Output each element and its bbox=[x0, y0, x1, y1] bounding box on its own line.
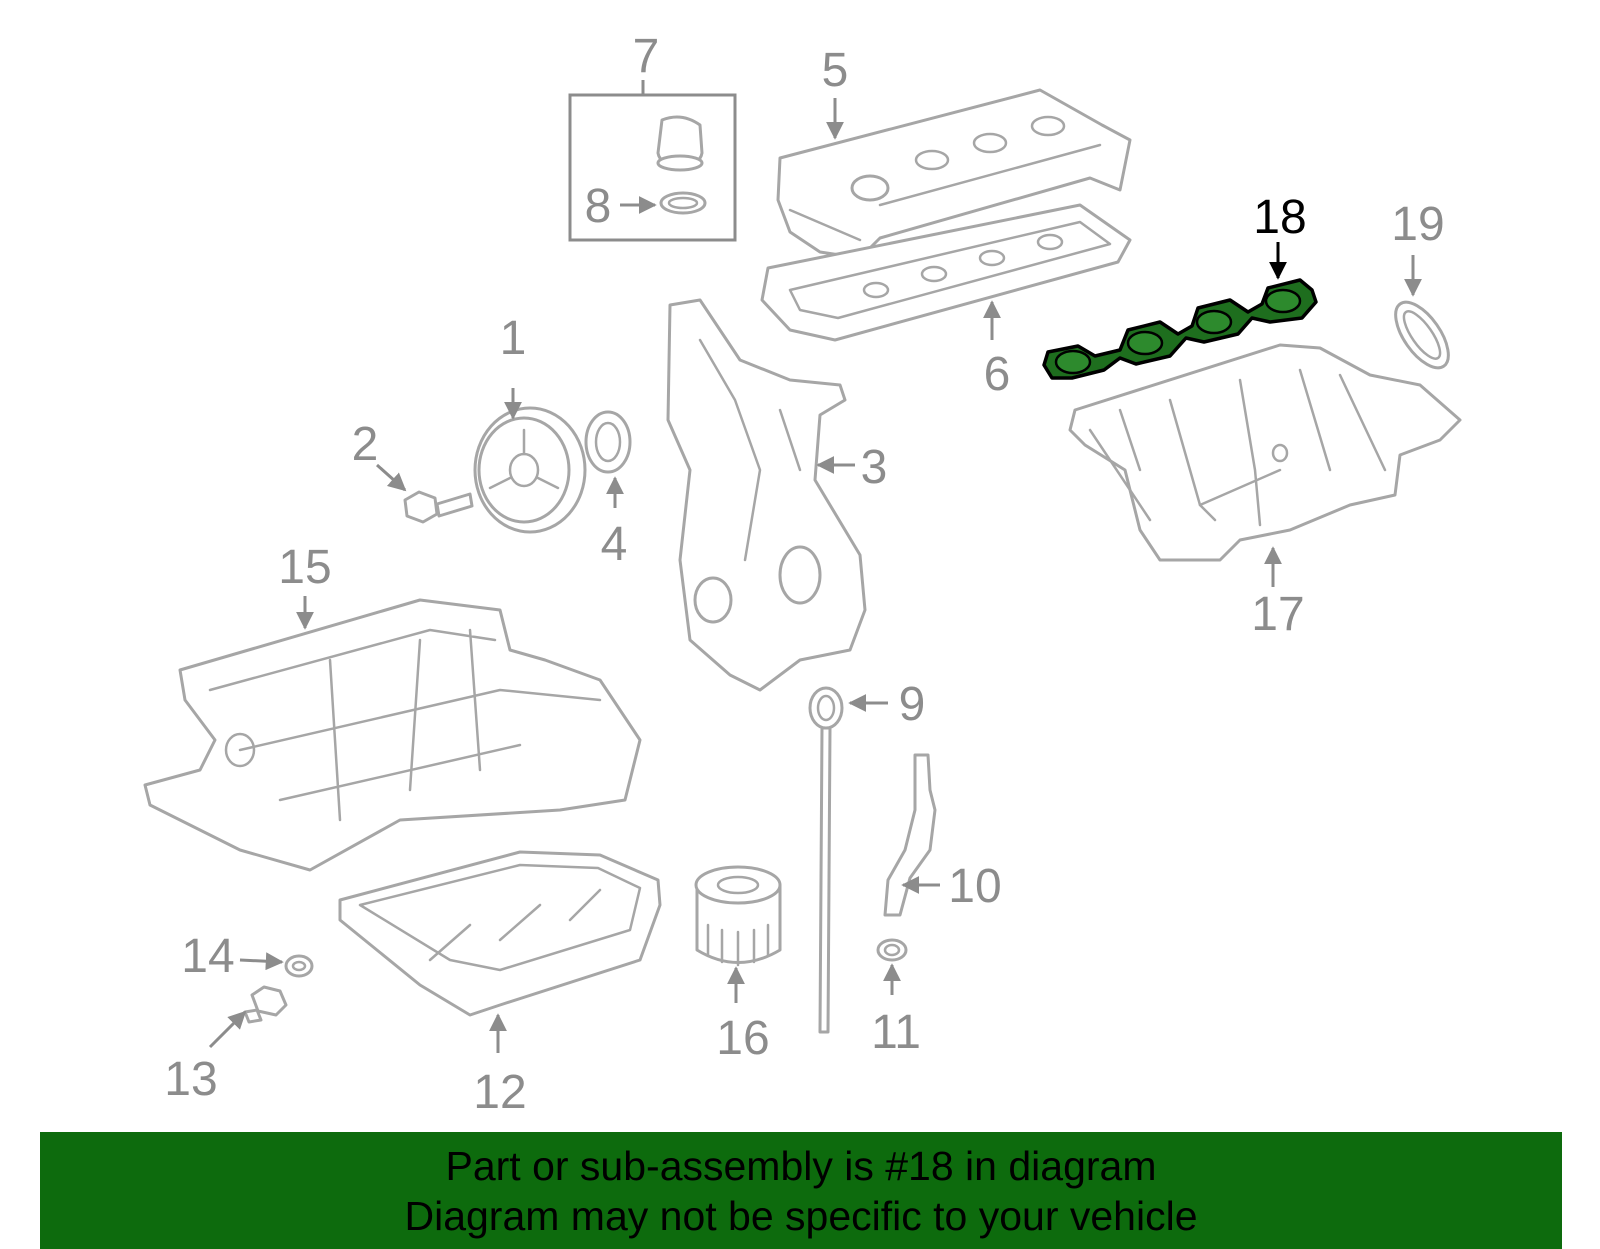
oil-dipstick bbox=[808, 686, 844, 1034]
callout-4: 4 bbox=[601, 518, 628, 571]
crankshaft-pulley bbox=[473, 406, 587, 534]
oil-filter bbox=[694, 865, 782, 967]
callout-5: 5 bbox=[822, 44, 849, 97]
oil-pan bbox=[338, 850, 662, 1017]
callout-8: 8 bbox=[585, 180, 612, 233]
throttle-body-gasket bbox=[1394, 300, 1450, 370]
crankshaft-seal bbox=[584, 410, 632, 474]
callout-16: 16 bbox=[716, 1012, 769, 1065]
callout-19: 19 bbox=[1391, 198, 1444, 251]
drain-plug bbox=[243, 985, 288, 1024]
intake-manifold bbox=[1068, 343, 1462, 562]
callout-11: 11 bbox=[871, 1006, 921, 1059]
callout-9: 9 bbox=[899, 678, 926, 731]
drain-plug-washer bbox=[284, 954, 314, 978]
callout-12: 12 bbox=[473, 1066, 526, 1119]
valve-cover bbox=[776, 88, 1132, 260]
leader-lines bbox=[208, 80, 1422, 1053]
callout-13: 13 bbox=[164, 1053, 217, 1106]
banner-line-part: Part or sub-assembly is #18 in diagram bbox=[445, 1142, 1157, 1189]
intake-manifold-gasket bbox=[1042, 278, 1318, 380]
callout-1: 1 bbox=[500, 312, 527, 365]
pulley-bolt bbox=[403, 490, 474, 524]
timing-cover bbox=[666, 298, 867, 692]
callout-10: 10 bbox=[948, 860, 1001, 913]
part-info-banner: Part or sub-assembly is #18 in diagram D… bbox=[40, 1132, 1562, 1249]
oil-filler-cap-assembly bbox=[568, 93, 737, 242]
callout-2: 2 bbox=[352, 418, 379, 471]
dipstick-tube-o-ring bbox=[876, 938, 908, 962]
callout-3: 3 bbox=[861, 441, 888, 494]
banner-line-disclaimer: Diagram may not be specific to your vehi… bbox=[404, 1192, 1198, 1239]
valve-cover-gasket bbox=[760, 203, 1132, 342]
dipstick-tube bbox=[883, 753, 937, 917]
oil-pan-upper bbox=[143, 598, 642, 872]
callout-6: 6 bbox=[984, 348, 1011, 401]
callout-15: 15 bbox=[278, 541, 331, 594]
callout-18: 18 bbox=[1253, 191, 1306, 244]
callout-14: 14 bbox=[181, 930, 234, 983]
callout-7: 7 bbox=[633, 30, 660, 83]
callout-17: 17 bbox=[1251, 588, 1304, 641]
